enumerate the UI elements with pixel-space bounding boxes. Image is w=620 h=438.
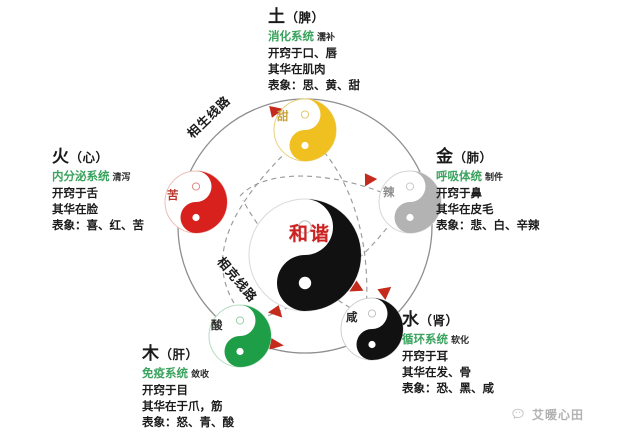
element-info-water: 水（肾） 循环系统软化 开窍于耳 其华在发、骨 表象：恐、黑、咸 [402, 309, 494, 397]
element-system-name-fire: 内分泌系统 [52, 169, 110, 184]
element-info-wood: 木（肝） 免疫系统敛收 开窍于目 其华在于爪，筋 表象：怒、青、酸 [142, 343, 234, 431]
element-system-fire: 内分泌系统清泻 [52, 169, 144, 185]
element-organ-earth: （脾） [285, 10, 325, 25]
element-name-wood: 木 [142, 344, 160, 364]
watermark-text: 艾暖心田 [532, 408, 585, 422]
element-title-water: 水（肾） [402, 309, 494, 331]
element-info-earth: 土（脾） 消化系统濡补 开窍于口、唇 其华在肌肉 表象：思、黄、甜 [268, 6, 360, 94]
taiji-metal [378, 170, 442, 234]
element-manifest-water: 其华在发、骨 [402, 364, 471, 379]
center-taiji [248, 198, 362, 312]
element-name-metal: 金 [436, 147, 454, 167]
element-manifest-earth: 其华在肌肉 [268, 61, 326, 76]
element-signs-earth: 表象：思、黄、甜 [268, 77, 360, 92]
element-name-water: 水 [402, 310, 420, 330]
element-manifest-fire: 其华在脸 [52, 201, 98, 216]
element-system-note-metal: 制件 [485, 173, 504, 184]
element-info-metal: 金（肺） 呼吸体统制件 开窍于鼻 其华在皮毛 表象：悲、白、辛辣 [436, 146, 540, 234]
element-name-earth: 土 [268, 7, 286, 27]
center-harmony-label: 和谐 [288, 223, 331, 245]
taste-label-bitter: 苦 [167, 188, 179, 202]
element-system-note-earth: 濡补 [317, 33, 336, 44]
element-orifice-earth: 开窍于口、唇 [268, 45, 337, 60]
taiji-wood [208, 304, 272, 368]
element-info-fire: 火（心） 内分泌系统清泻 开窍于舌 其华在脸 表象：喜、红、苦 [52, 146, 144, 234]
element-signs-metal: 表象：悲、白、辛辣 [436, 217, 540, 232]
element-system-earth: 消化系统濡补 [268, 29, 360, 45]
element-title-earth: 土（脾） [268, 6, 360, 28]
taiji-fire [164, 170, 228, 234]
element-signs-wood: 表象：怒、青、酸 [142, 414, 234, 429]
element-orifice-wood: 开窍于目 [142, 382, 188, 397]
taiji-earth [273, 98, 337, 162]
taste-label-salty: 咸 [346, 310, 358, 324]
wechat-icon [512, 408, 524, 419]
element-orifice-fire: 开窍于舌 [52, 185, 98, 200]
element-system-water: 循环系统软化 [402, 332, 494, 348]
element-system-note-wood: 敛收 [191, 370, 210, 381]
element-organ-wood: （肝） [159, 347, 199, 362]
taste-label-sweet: 甜 [277, 109, 289, 123]
element-orifice-water: 开窍于耳 [402, 348, 448, 363]
element-system-metal: 呼吸体统制件 [436, 169, 540, 185]
element-title-metal: 金（肺） [436, 146, 540, 168]
element-system-name-earth: 消化系统 [268, 29, 314, 44]
element-name-fire: 火 [52, 147, 70, 167]
element-organ-fire: （心） [69, 150, 109, 165]
element-system-wood: 免疫系统敛收 [142, 366, 234, 382]
element-title-fire: 火（心） [52, 146, 144, 168]
element-system-note-water: 软化 [451, 336, 470, 347]
element-organ-metal: （肺） [453, 150, 493, 165]
element-orifice-metal: 开窍于鼻 [436, 185, 482, 200]
element-manifest-wood: 其华在于爪，筋 [142, 398, 223, 413]
watermark: 艾暖心田 [512, 406, 584, 423]
element-signs-water: 表象：恐、黑、咸 [402, 380, 494, 395]
element-signs-fire: 表象：喜、红、苦 [52, 217, 144, 232]
element-system-note-fire: 清泻 [112, 173, 131, 184]
element-system-name-water: 循环系统 [402, 332, 448, 347]
taste-label-spicy: 辣 [383, 185, 395, 199]
taiji-water [340, 297, 404, 361]
element-system-name-wood: 免疫系统 [142, 366, 188, 381]
element-manifest-metal: 其华在皮毛 [436, 201, 494, 216]
element-system-name-metal: 呼吸体统 [436, 169, 482, 184]
taste-label-sour: 酸 [211, 318, 223, 332]
element-organ-water: （肾） [419, 313, 459, 328]
element-title-wood: 木（肝） [142, 343, 234, 365]
